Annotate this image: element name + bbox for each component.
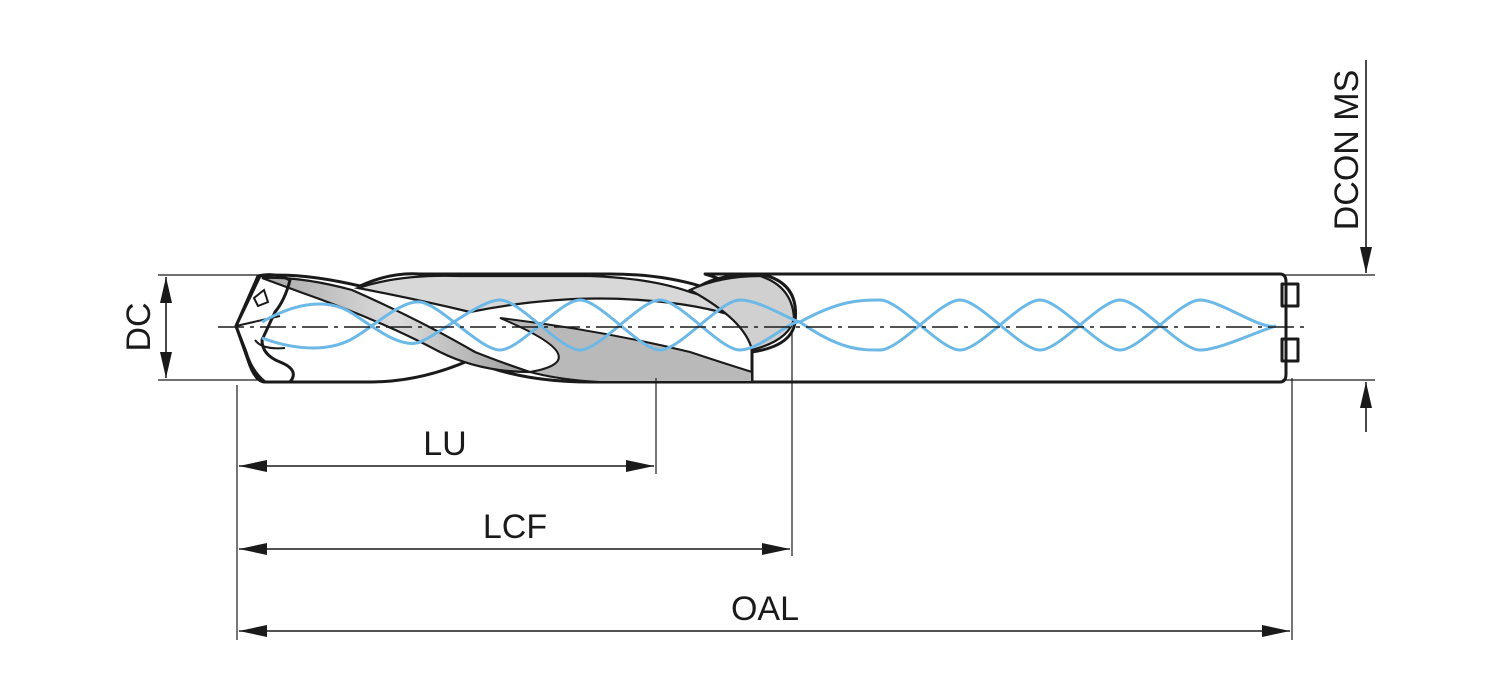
oal-dimension: OAL — [239, 378, 1293, 640]
lu-label: LU — [423, 425, 466, 463]
fluted-section — [234, 272, 798, 384]
lcf-label: LCF — [483, 508, 547, 546]
coolant-hole — [252, 288, 270, 308]
drill-body — [218, 272, 1306, 384]
shank-end-slot — [1280, 282, 1300, 363]
drill-point — [234, 273, 295, 384]
coolant-channel-helix-a — [261, 298, 801, 352]
dc-dimension: DC — [120, 274, 262, 381]
oal-label: OAL — [731, 590, 799, 628]
lcf-dimension: LCF — [239, 330, 793, 556]
helix-land-3 — [499, 317, 753, 383]
coolant-channel-helix-d — [799, 298, 1277, 352]
coolant-channel-helix-b — [261, 298, 801, 352]
dcon-ms-label: DCON MS — [1328, 70, 1366, 231]
helix-land-1 — [261, 276, 531, 374]
dcon-ms-dimension: DCON MS — [1282, 60, 1375, 432]
lu-dimension: LU — [236, 378, 657, 640]
dc-label: DC — [120, 302, 158, 351]
coolant-channel-helix-c — [799, 298, 1277, 352]
